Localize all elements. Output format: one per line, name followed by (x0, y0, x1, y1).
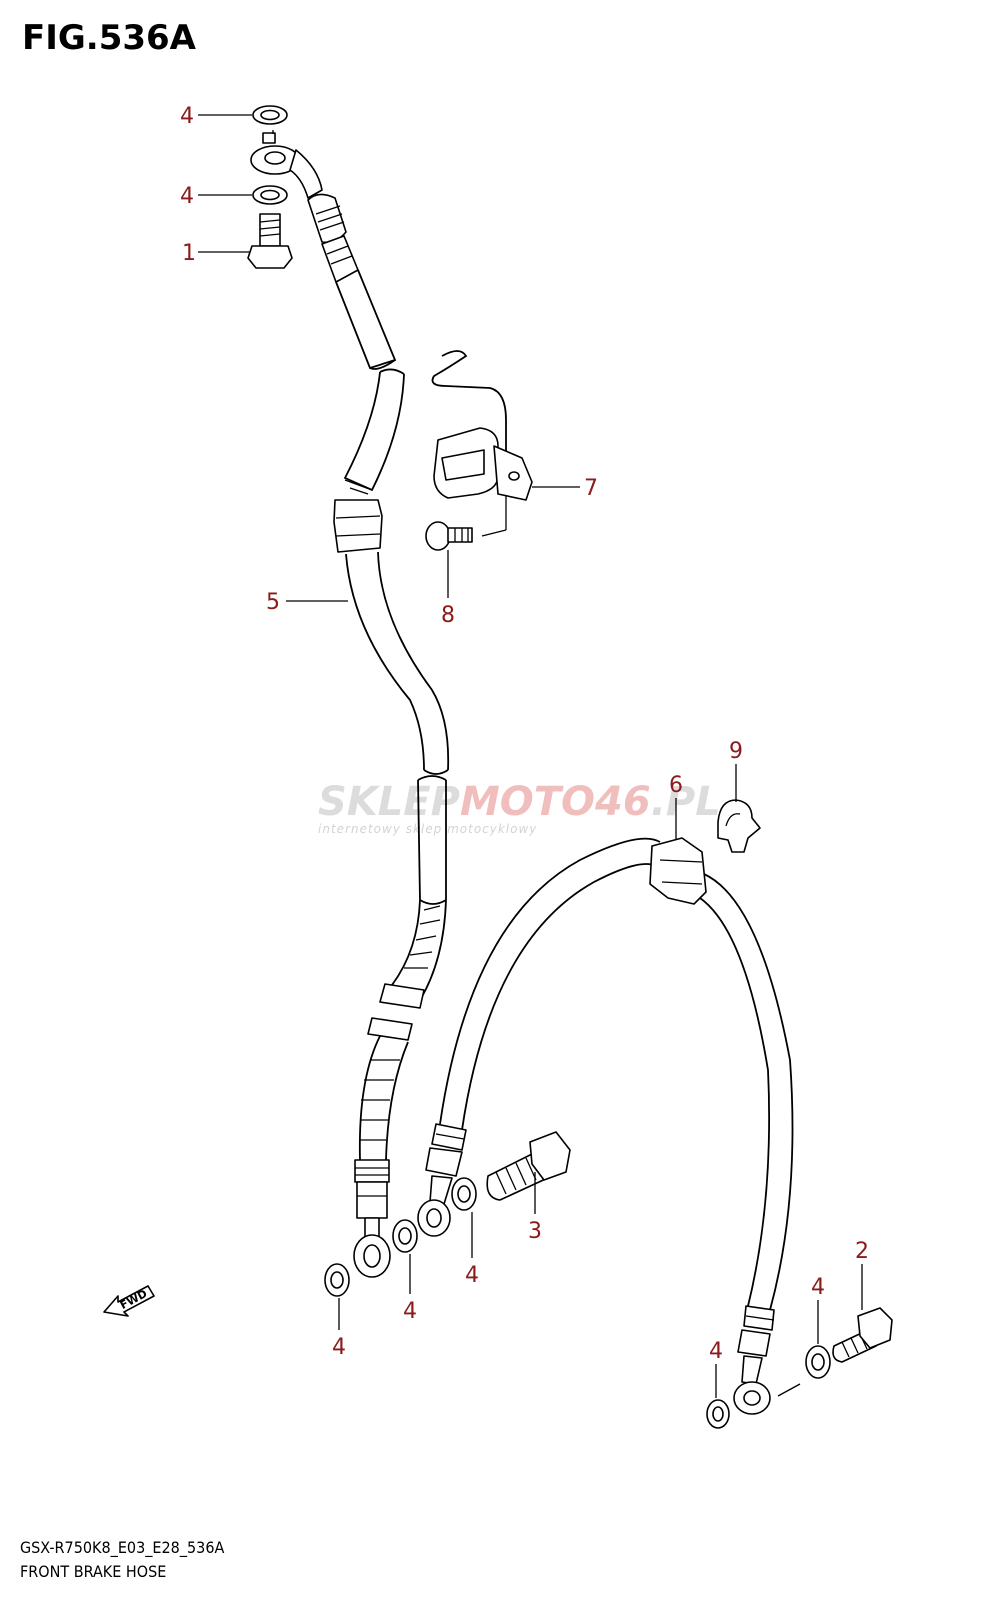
callout-6: 6 (669, 773, 683, 798)
figure-name: FRONT BRAKE HOSE (20, 1562, 167, 1581)
washer-top-2 (252, 185, 288, 205)
fwd-arrow-icon: FWD (103, 1285, 155, 1317)
callout-4-lower-left-1: 4 (332, 1335, 346, 1360)
washer-lower-left-1 (324, 1263, 350, 1297)
banjo-fitting-top (250, 132, 323, 199)
callout-4-second: 4 (180, 184, 194, 209)
hose-clamp-9 (717, 799, 761, 853)
callout-5: 5 (266, 590, 280, 615)
callout-1: 1 (182, 241, 196, 266)
banjo-bolt-2 (832, 1307, 893, 1363)
callout-8: 8 (441, 603, 455, 628)
callout-4-top: 4 (180, 104, 194, 129)
callout-4-lower-right-2: 4 (811, 1275, 825, 1300)
watermark-brand: SKLEPMOTO46.PL (318, 779, 721, 825)
watermark: SKLEPMOTO46.PL internetowy sklep motocyk… (318, 779, 721, 836)
banjo-bolt-3 (486, 1131, 571, 1201)
hose-bracket-7 (431, 350, 533, 501)
washer-top-1 (252, 105, 288, 125)
figure-code: GSX-R750K8_E03_E28_536A (20, 1538, 225, 1557)
washer-lower-right-1 (706, 1399, 730, 1429)
figure-title: FIG.536A (22, 18, 196, 58)
callout-2: 2 (855, 1239, 869, 1264)
callouts: 4 4 1 7 5 8 9 6 3 2 4 4 4 (180, 104, 869, 1398)
fwd-label: FWD (118, 1287, 150, 1312)
washer-mid-3 (451, 1177, 477, 1211)
banjo-bolt-1 (247, 213, 293, 269)
callout-4-mid: 4 (465, 1263, 479, 1288)
bolt-8 (425, 521, 473, 551)
callout-3: 3 (528, 1219, 542, 1244)
callout-4-lower-right-1: 4 (709, 1339, 723, 1364)
washer-lower-right-2 (805, 1345, 831, 1379)
washer-lower-left-2 (392, 1219, 418, 1253)
watermark-tagline: internetowy sklep motocyklowy (318, 822, 537, 836)
brake-hose-lower (417, 837, 794, 1415)
brake-hose-upper (307, 193, 450, 1278)
callout-7: 7 (584, 476, 598, 501)
callout-9: 9 (729, 739, 743, 764)
callout-4-lower-left-2: 4 (403, 1299, 417, 1324)
assembly-lines (272, 130, 801, 1397)
